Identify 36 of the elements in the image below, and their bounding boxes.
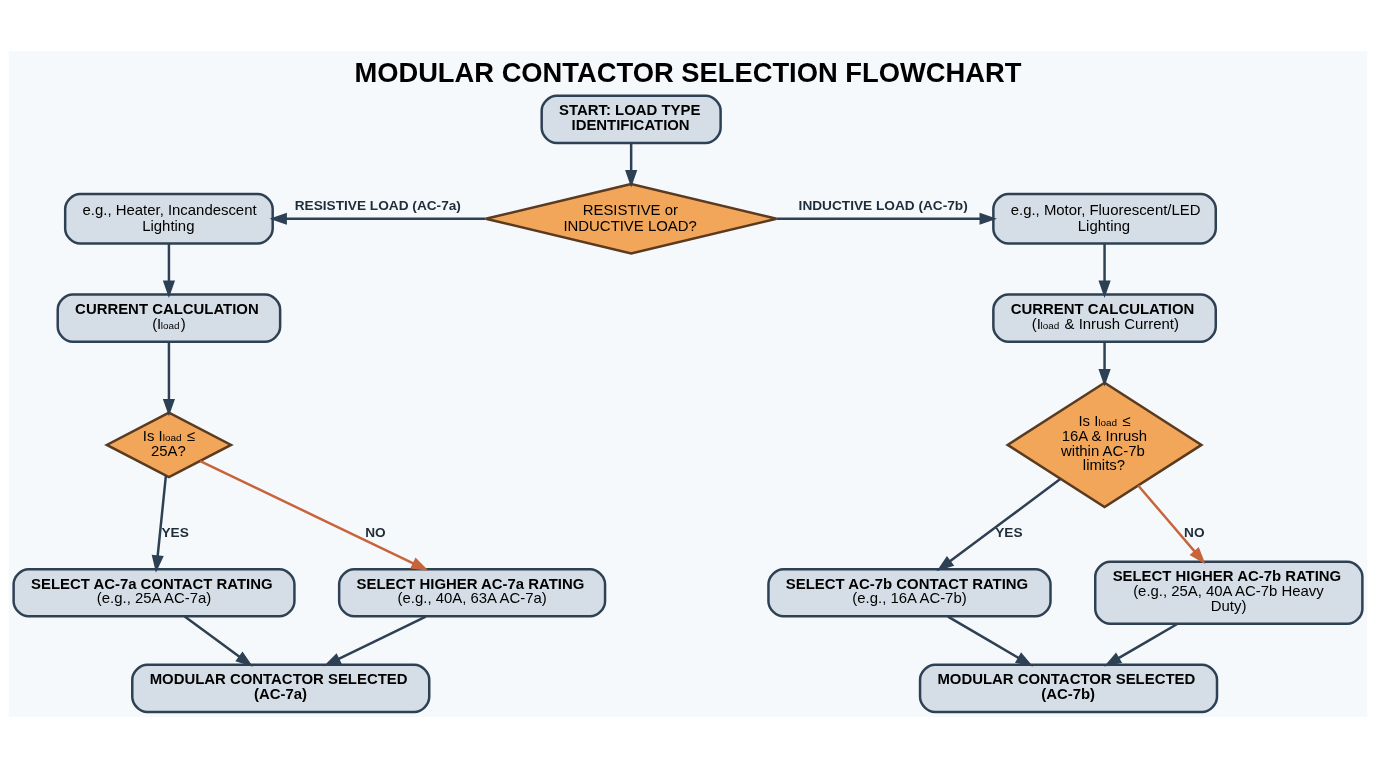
diagram-title: MODULAR CONTACTOR SELECTION FLOWCHART: [354, 56, 1022, 88]
arrow: [1137, 484, 1206, 565]
edge-label: RESISTIVE LOAD (AC-7a): [294, 197, 461, 213]
arrow: [947, 615, 1034, 667]
arrow: [625, 143, 638, 188]
edge-label: NO: [365, 524, 386, 540]
node-box: e.g., Heater, Incandescent Lighting: [63, 192, 274, 245]
arrow: [323, 615, 427, 667]
arrow: [1098, 342, 1111, 387]
node-box: CURRENT CALCULATION (Iload & Inrush Current): [992, 293, 1217, 343]
node-box: MODULAR CONTACTOR SELECTED (AC-7a): [131, 663, 431, 714]
arrow: [1104, 622, 1178, 667]
arrow: [162, 342, 176, 417]
node-box: START: LOAD TYPE IDENTIFICATION: [540, 94, 722, 145]
node-box: SELECT AC-7a CONTACT RATING (e.g., 25A AC-7a): [12, 567, 296, 618]
edge-label: NO: [1184, 524, 1205, 540]
edge-label: YES: [995, 524, 1023, 540]
arrow: [269, 212, 486, 225]
node-box: CURRENT CALCULATION (Iload): [56, 293, 282, 343]
node-box: SELECT HIGHER AC-7b RATING (e.g., 25A, 40A AC-7b Heavy Duty): [1094, 560, 1364, 626]
arrow: [936, 478, 1062, 572]
arrow: [151, 475, 168, 573]
edge-label: INDUCTIVE LOAD (AC-7b): [798, 197, 968, 213]
node-diamond: RESISTIVE or INDUCTIVE LOAD?: [484, 182, 778, 255]
node-diamond: Is Iload ≤ 25A?: [104, 411, 234, 479]
arrow: [162, 243, 176, 298]
arrow: [183, 615, 253, 667]
node-box: SELECT AC-7b CONTACT RATING (e.g., 16A AC-7b): [767, 567, 1052, 618]
edge-label: YES: [161, 524, 189, 540]
node-box: SELECT HIGHER AC-7a RATING (e.g., 40A, 63A AC-7a): [337, 567, 607, 618]
node-diamond: Is Iload ≤ 16A & Inrush within AC-7b limits?: [1005, 381, 1204, 509]
arrow: [199, 460, 429, 571]
arrow: [776, 212, 997, 225]
node-box: MODULAR CONTACTOR SELECTED (AC-7b): [918, 663, 1219, 714]
arrow: [1098, 243, 1111, 298]
node-box: e.g., Motor, Fluorescent/LED Lighting: [992, 192, 1217, 245]
